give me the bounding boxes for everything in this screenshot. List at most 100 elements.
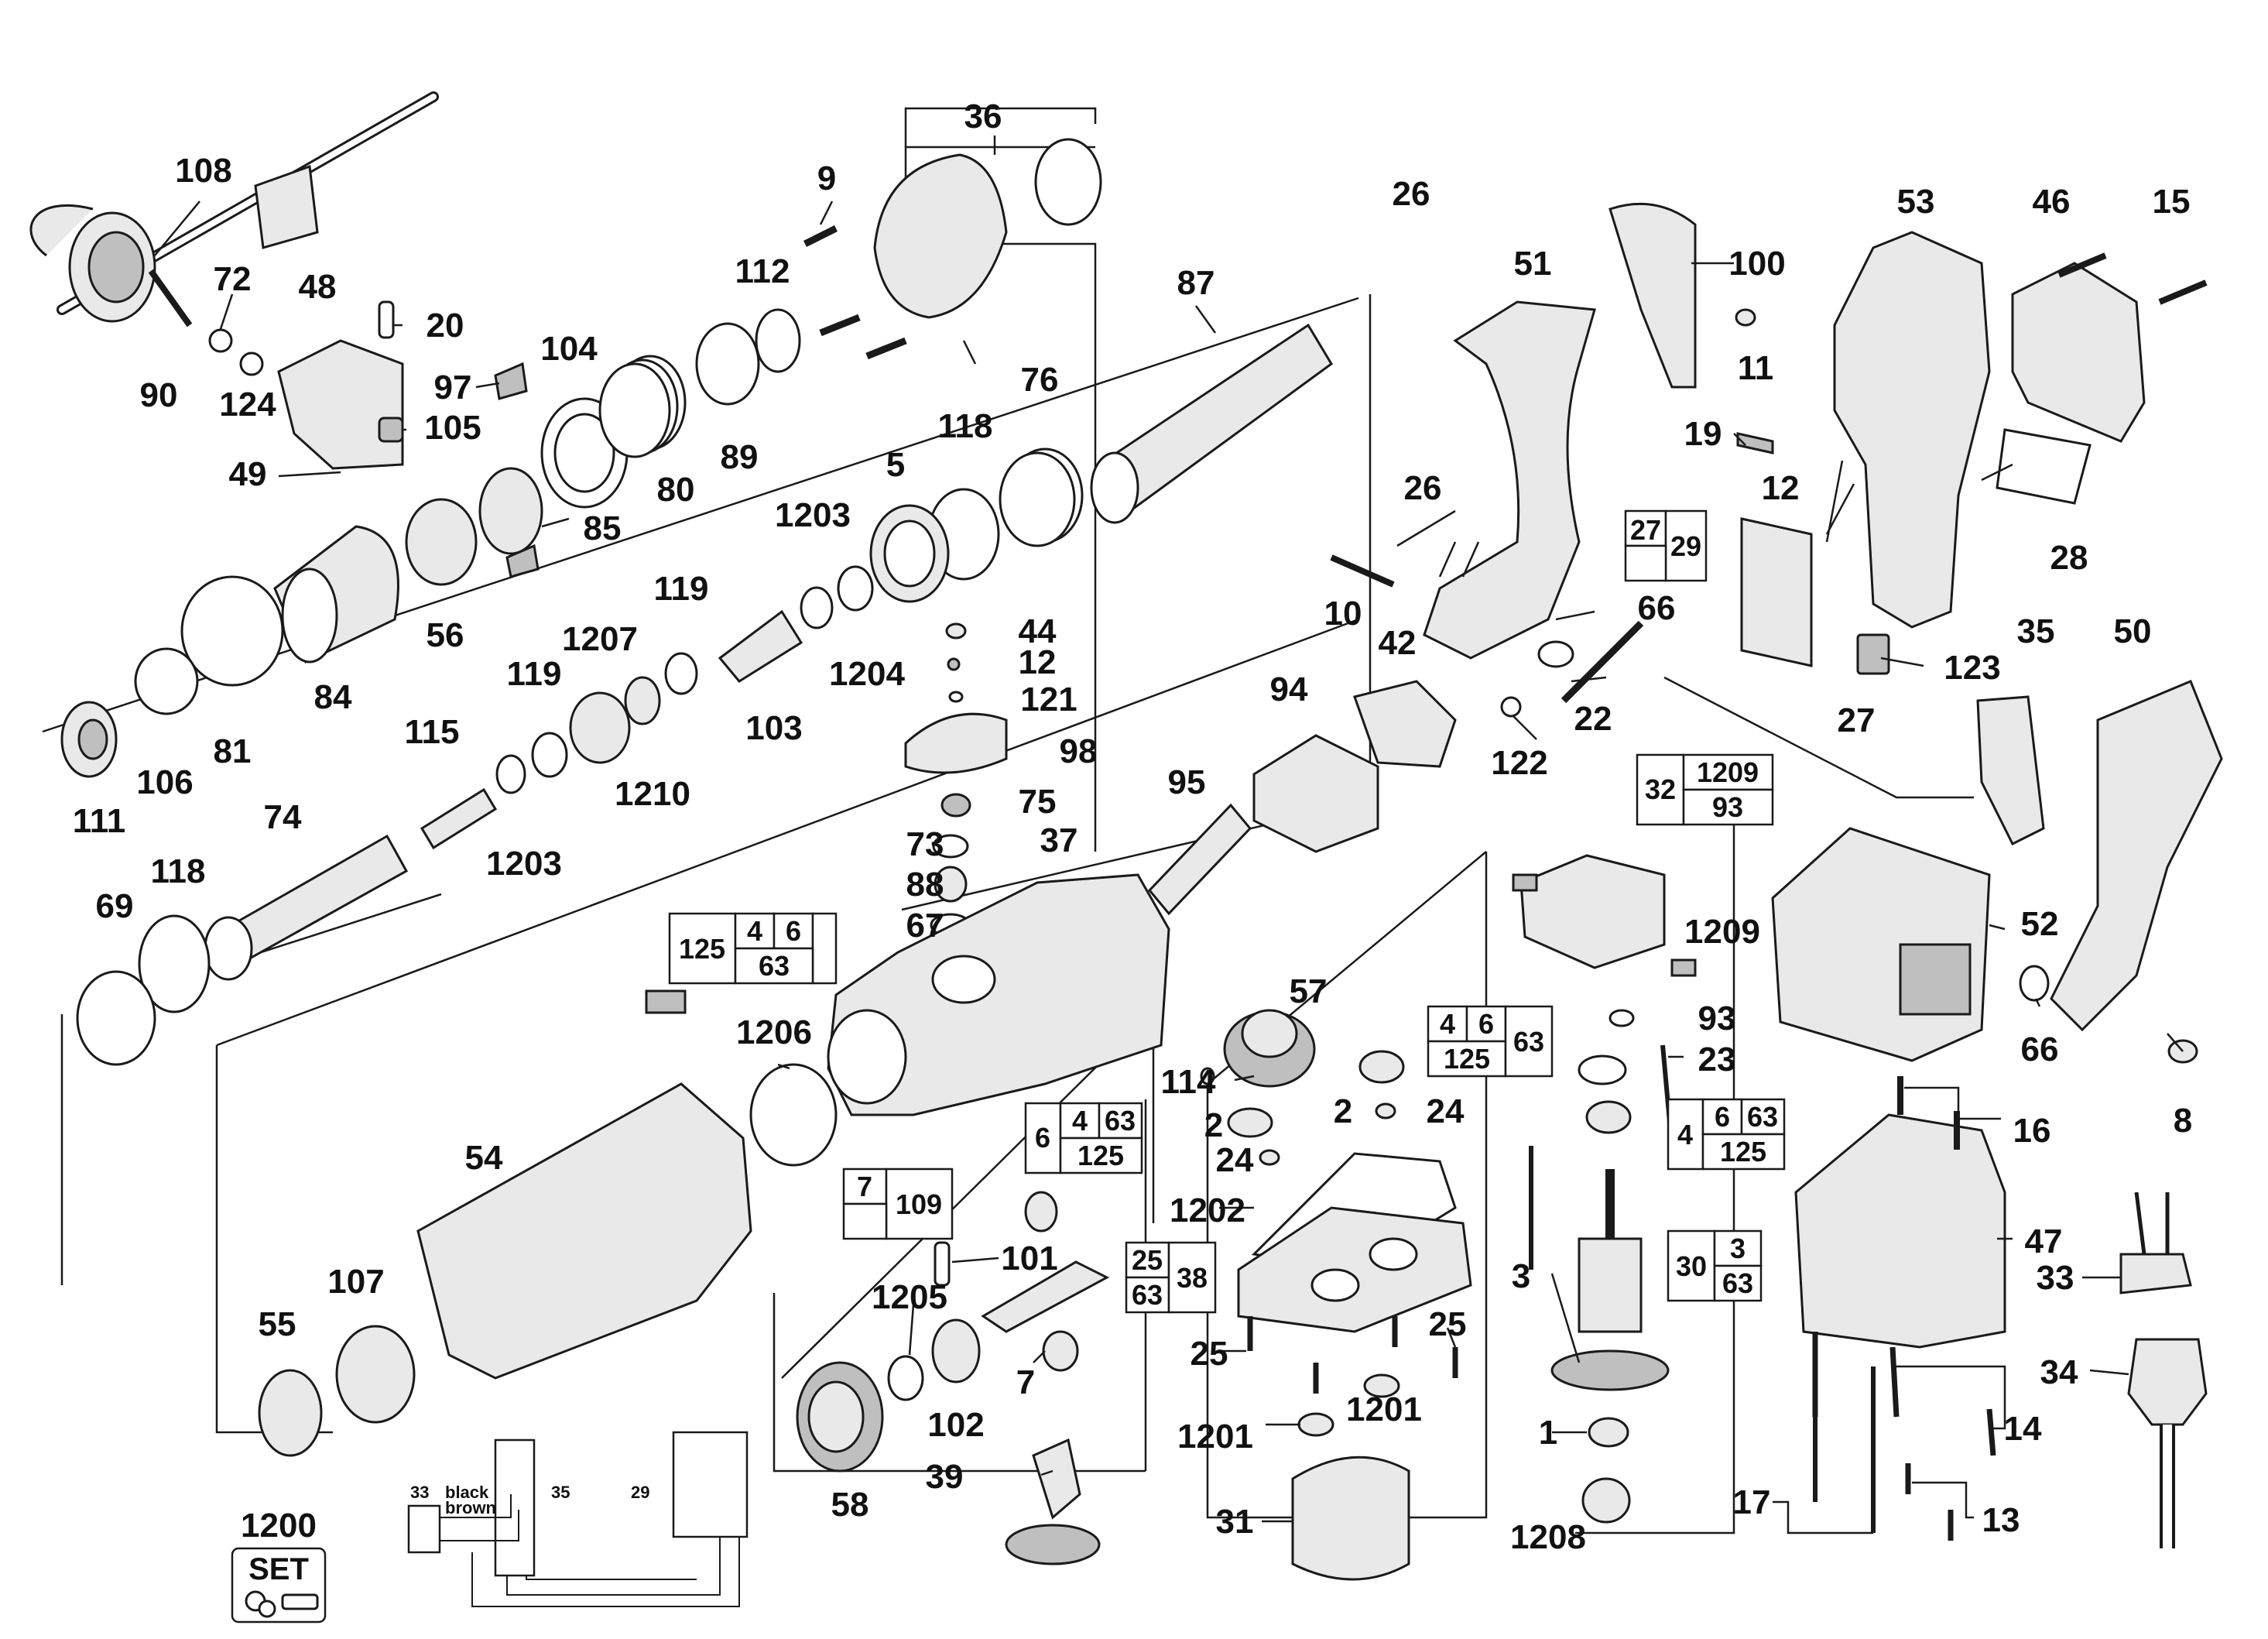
part-label-89: 89 [721,438,759,476]
part-label-81: 81 [214,732,252,770]
ref-93: 93 [1712,791,1743,823]
part-label-94: 94 [1270,670,1308,708]
part-label-88: 88 [906,866,944,904]
ref-63: 63 [1747,1101,1778,1133]
part-label-119: 119 [654,570,709,608]
wiring-label-33: 33 [410,1483,429,1502]
part-label-58: 58 [831,1486,869,1524]
ref-32: 32 [1645,773,1676,805]
ref-125: 125 [1720,1136,1766,1168]
part-label-13: 13 [1982,1501,2020,1539]
ref-6: 6 [1035,1122,1050,1154]
part-label-80: 80 [657,471,695,509]
ref-table-30: 30 3 63 [1667,1229,1763,1302]
ref-27: 27 [1630,514,1661,546]
set-badge-text: SET [248,1552,309,1586]
part-label-12: 12 [1019,643,1057,681]
part-label-39: 39 [926,1458,964,1496]
part-label-53: 53 [1897,183,1935,221]
part-label-1203: 1203 [775,496,851,534]
part-label-22: 22 [1574,700,1612,738]
part-label-122: 122 [1491,744,1547,782]
part-label-1210: 1210 [615,775,690,813]
part-label-93: 93 [1698,1000,1736,1037]
part-label-119-b: 119 [507,655,562,693]
part-label-1209: 1209 [1684,913,1760,951]
part-label-28: 28 [2050,539,2088,577]
part-label-2-b: 2 [1334,1092,1352,1130]
ref-125: 125 [1077,1140,1124,1171]
part-label-75: 75 [1019,783,1057,821]
part-label-49: 49 [229,455,267,493]
part-label-90: 90 [140,376,178,414]
wiring-diagram: 33 35 29 black brown [407,1431,749,1607]
part-label-98: 98 [1060,732,1098,770]
part-label-123: 123 [1944,649,2000,687]
ref-125: 125 [679,933,725,965]
part-label-17: 17 [1733,1483,1771,1521]
part-label-84: 84 [314,678,352,716]
ref-63: 63 [1105,1105,1136,1137]
part-label-12-b: 12 [1762,469,1800,507]
part-label-1202: 1202 [1170,1192,1245,1229]
ref-4: 4 [1677,1119,1693,1150]
part-label-1206: 1206 [736,1013,812,1051]
wiring-label-35: 35 [551,1483,570,1502]
part-label-27: 27 [1838,701,1876,739]
part-label-1201: 1201 [1346,1390,1422,1428]
part-label-15: 15 [2153,183,2191,221]
wiring-label-brown: brown [445,1498,496,1517]
ref-table-6-4-63: 6 4 63 125 [1024,1102,1143,1174]
part-label-56: 56 [427,616,464,654]
part-label-2: 2 [1204,1106,1223,1144]
ref-6: 6 [786,915,801,947]
ref-4: 4 [747,915,762,947]
set-number: 1200 [241,1507,317,1545]
part-label-102: 102 [927,1406,984,1444]
part-label-55: 55 [259,1305,296,1343]
part-label-95: 95 [1168,763,1206,801]
part-label-54: 54 [465,1139,503,1177]
part-label-67: 67 [906,907,944,945]
ref-table-27-29: 27 29 [1624,509,1708,582]
part-label-3: 3 [1512,1257,1530,1295]
part-label-118: 118 [938,407,993,445]
part-label-26-b: 26 [1404,469,1442,507]
parts-drawing [29,91,2223,1581]
part-label-121: 121 [1020,681,1077,718]
part-label-1203-b: 1203 [486,845,562,883]
part-label-37: 37 [1040,821,1078,859]
ref-table-7-109: 7 109 [842,1168,954,1240]
part-label-1: 1 [1539,1414,1557,1452]
part-label-19: 19 [1684,415,1722,453]
ref-table-32: 32 1209 93 [1636,753,1774,826]
part-label-1204: 1204 [829,655,905,693]
ref-6: 6 [1478,1008,1494,1040]
ref-63: 63 [1132,1279,1163,1311]
part-label-57: 57 [1290,972,1328,1010]
part-label-9: 9 [817,159,836,197]
part-label-76: 76 [1021,361,1059,399]
part-label-51: 51 [1514,245,1552,283]
ref-3: 3 [1730,1233,1746,1264]
part-label-66: 66 [1638,589,1676,627]
part-label-48: 48 [299,268,337,306]
part-label-72: 72 [214,260,252,298]
part-number-labels: 108 36 9 112 87 90 72 48 20 124 105 49 9… [73,98,2193,1556]
part-label-50: 50 [2114,612,2152,650]
ref-6: 6 [1715,1101,1730,1133]
part-label-74: 74 [264,798,302,836]
part-label-87: 87 [1177,264,1215,302]
part-label-34: 34 [2040,1353,2078,1391]
ref-table-4-6-63-lower: 4 6 63 125 [1667,1098,1786,1171]
ref-1209: 1209 [1697,756,1759,788]
part-label-69: 69 [96,887,134,925]
part-label-111: 111 [73,802,126,840]
part-label-73: 73 [906,825,944,863]
wiring-label-29: 29 [631,1483,649,1502]
part-label-1208: 1208 [1510,1518,1586,1556]
part-label-1207: 1207 [562,620,638,658]
part-label-114: 114 [1161,1063,1217,1101]
ref-63: 63 [1722,1267,1753,1299]
